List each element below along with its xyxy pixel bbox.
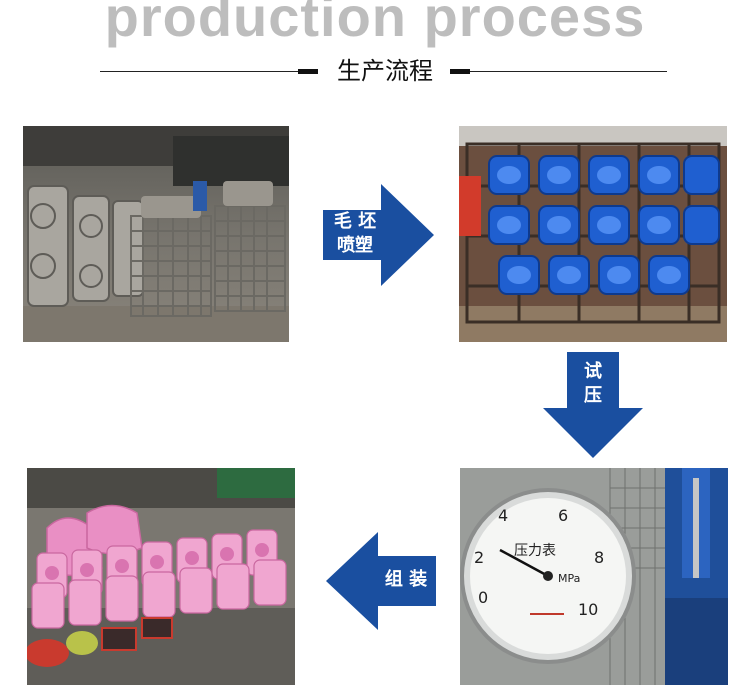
gauge-tick-2: 2 [474,548,485,567]
divider-right [470,71,667,72]
gauge-tick-6: 6 [558,506,569,525]
gauge-unit: MPa [558,572,581,585]
divider-dash-right [450,69,470,74]
arrow-label-pressure-test: 试 压 [584,361,602,406]
arrow-pressure-test: 试 压 [543,352,643,458]
divider-dash-left [298,69,318,74]
photo-pressure-gauge: 0 2 4 6 8 10 压力表 MPa [460,468,728,685]
gauge-tick-10: 10 [578,600,599,619]
photo-pink-valves [27,468,295,685]
gauge-tick-4: 4 [498,506,509,525]
photo-raw-castings [23,126,289,342]
gauge-tick-0: 0 [478,588,489,607]
section-subtitle: 生产流程 [337,57,433,85]
arrow-label-spray-coating: 毛 坯 喷塑 [333,211,377,256]
arrow-assembly: 组 装 [326,532,436,630]
arrow-spray-coating: 毛 坯 喷塑 [323,184,434,286]
page-title: production process [104,0,646,48]
gauge-label: 压力表 [514,543,556,559]
gauge-face: 0 2 4 6 8 10 压力表 MPa [460,468,728,685]
arrow-label-assembly: 组 装 [384,569,428,590]
photo-blue-coated-valves [459,126,727,342]
gauge-tick-8: 8 [594,548,605,567]
divider-left [100,71,298,72]
